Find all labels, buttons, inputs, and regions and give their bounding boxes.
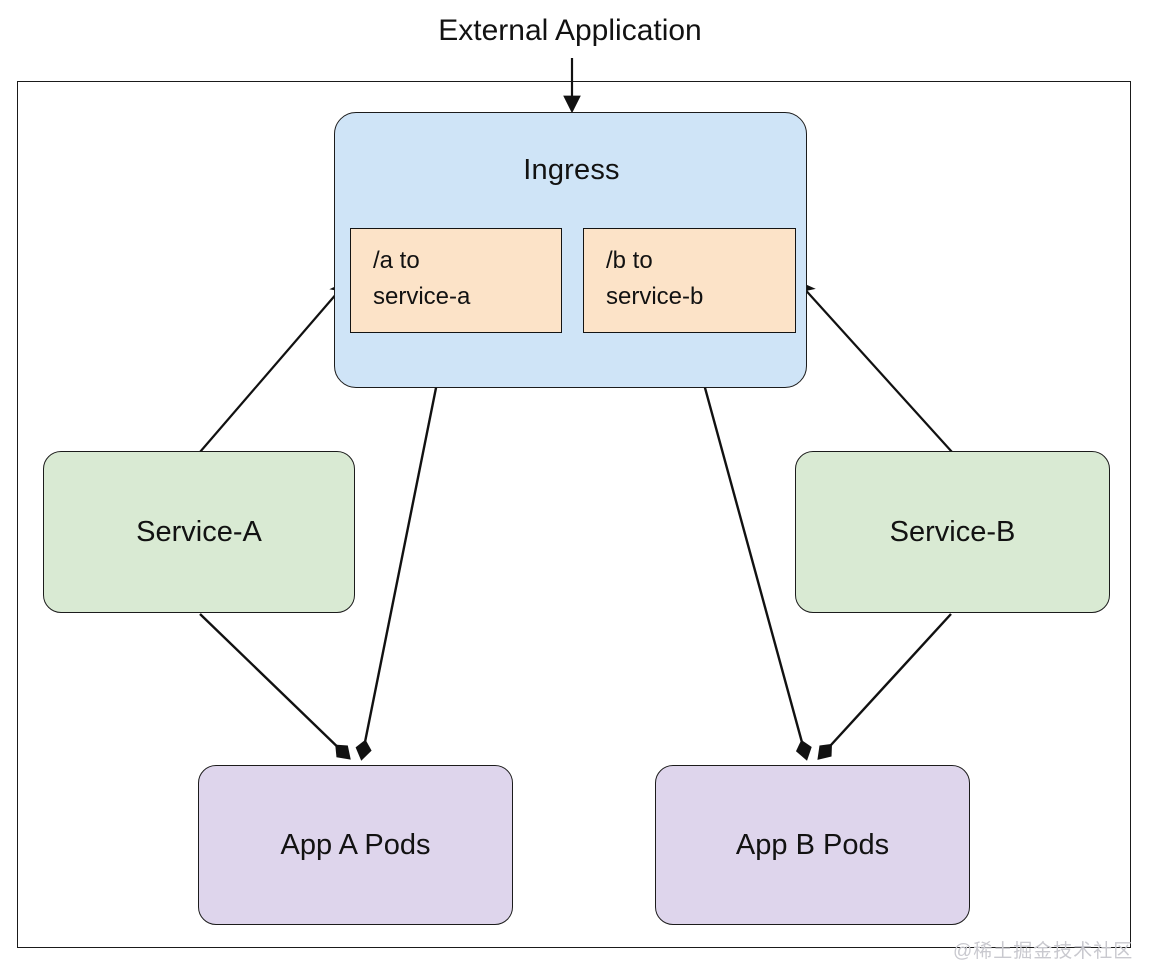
app-b-pods-node[interactable]: App B Pods — [655, 765, 970, 925]
ingress-title: Ingress — [523, 154, 620, 186]
ingress-rule-b-line1: /b to — [606, 247, 653, 274]
ingress-rule-a-line1: /a to — [373, 247, 420, 274]
ingress-rule-a[interactable]: /a to service-a — [350, 228, 562, 333]
external-application-label: External Application — [438, 14, 702, 47]
service-a-label: Service-A — [136, 515, 262, 548]
service-b-label: Service-B — [889, 515, 1016, 548]
service-a-node[interactable]: Service-A — [43, 451, 355, 613]
ingress-rule-b[interactable]: /b to service-b — [583, 228, 796, 333]
app-b-pods-label: App B Pods — [735, 828, 890, 861]
ingress-rule-b-line2: service-b — [606, 283, 704, 311]
ingress-rule-a-line2: service-a — [373, 283, 471, 311]
watermark: @稀土掘金技术社区 — [953, 941, 1134, 962]
app-a-pods-node[interactable]: App A Pods — [198, 765, 513, 925]
app-a-pods-label: App A Pods — [280, 828, 431, 861]
service-b-node[interactable]: Service-B — [795, 451, 1110, 613]
ingress-node[interactable]: Ingress /a to service-a /b to service-b — [334, 112, 807, 388]
